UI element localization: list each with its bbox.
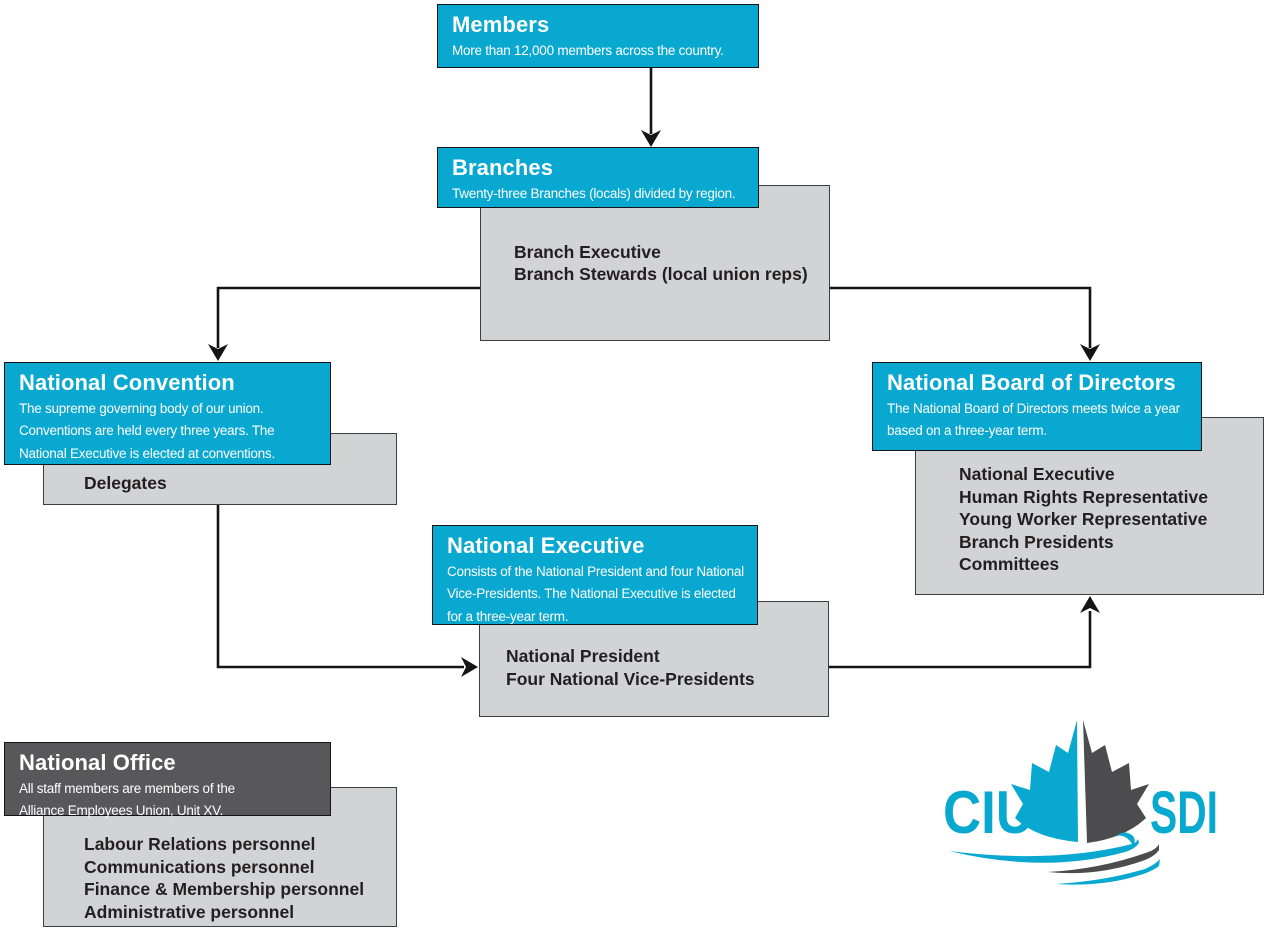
node-national-board-desc: The National Board of Directors meets tw… xyxy=(887,401,1180,439)
branch-role-item: Branch Stewards (local union reps) xyxy=(514,264,808,284)
wave-swoosh-middle-icon xyxy=(1048,844,1159,874)
connector-branches-convention xyxy=(216,286,480,348)
arrowhead-down-branches xyxy=(641,130,661,147)
arrowhead-right-president xyxy=(461,657,478,677)
node-members: Members More than 12,000 members across … xyxy=(437,4,759,68)
arrowhead-up-board xyxy=(1080,596,1100,613)
node-national-executive-title: National Executive xyxy=(447,533,645,558)
node-national-executive-desc: Consists of the National President and f… xyxy=(447,564,744,624)
logo-text-sdi: SDI xyxy=(1150,779,1218,846)
node-members-desc: More than 12,000 members across the coun… xyxy=(452,43,724,58)
connector-delegates-president xyxy=(216,504,464,669)
node-national-office-title: National Office xyxy=(19,750,176,775)
board-role-item: National Executive xyxy=(959,464,1115,484)
node-national-office-desc: All staff members are members of the All… xyxy=(19,781,235,819)
maple-leaf-left-icon xyxy=(1011,720,1078,842)
node-branches: Branches Twenty-three Branches (locals) … xyxy=(437,147,759,208)
wave-swoosh-bottom-icon xyxy=(1056,859,1160,885)
wave-swoosh-crest-icon xyxy=(1116,832,1135,844)
executive-role-item: Four National Vice-Presidents xyxy=(506,668,755,689)
office-role-item: Labour Relations personnel xyxy=(84,834,316,854)
board-role-item: Branch Presidents xyxy=(959,531,1114,552)
executive-role-item: National President xyxy=(506,646,660,666)
ciu-sdi-logo: CIU SDI xyxy=(943,720,1218,885)
node-national-board: National Board of Directors The National… xyxy=(872,362,1202,451)
wave-swoosh-top-icon xyxy=(949,839,1139,863)
node-national-office: National Office All staff members are me… xyxy=(4,742,331,818)
arrowhead-down-board xyxy=(1080,344,1100,361)
office-role-item: Administrative personnel xyxy=(84,901,295,922)
board-role-item: Young Worker Representative xyxy=(959,509,1208,529)
office-role-item: Communications personnel xyxy=(84,856,315,877)
connector-branches-board xyxy=(829,286,1092,348)
panel-branch-roles: Branch Executive Branch Stewards (local … xyxy=(480,185,830,341)
connector-president-board xyxy=(829,611,1092,669)
branch-role-item: Branch Executive xyxy=(514,241,661,262)
office-role-item: Finance & Membership personnel xyxy=(84,879,365,899)
node-branches-desc: Twenty-three Branches (locals) divided b… xyxy=(452,186,736,201)
node-national-convention-title: National Convention xyxy=(19,370,235,395)
node-national-board-title: National Board of Directors xyxy=(887,370,1176,395)
node-national-convention-desc: The supreme governing body of our union.… xyxy=(19,401,275,461)
node-national-convention: National Convention The supreme governin… xyxy=(4,362,331,465)
convention-role-item: Delegates xyxy=(84,472,167,493)
arrowhead-down-convention xyxy=(208,344,228,361)
node-national-executive: National Executive Consists of the Natio… xyxy=(432,525,758,625)
node-members-title: Members xyxy=(452,12,550,37)
board-role-item: Human Rights Representative xyxy=(959,486,1208,507)
board-role-item: Committees xyxy=(959,554,1060,574)
maple-leaf-right-icon xyxy=(1083,720,1149,843)
node-branches-title: Branches xyxy=(452,155,554,180)
